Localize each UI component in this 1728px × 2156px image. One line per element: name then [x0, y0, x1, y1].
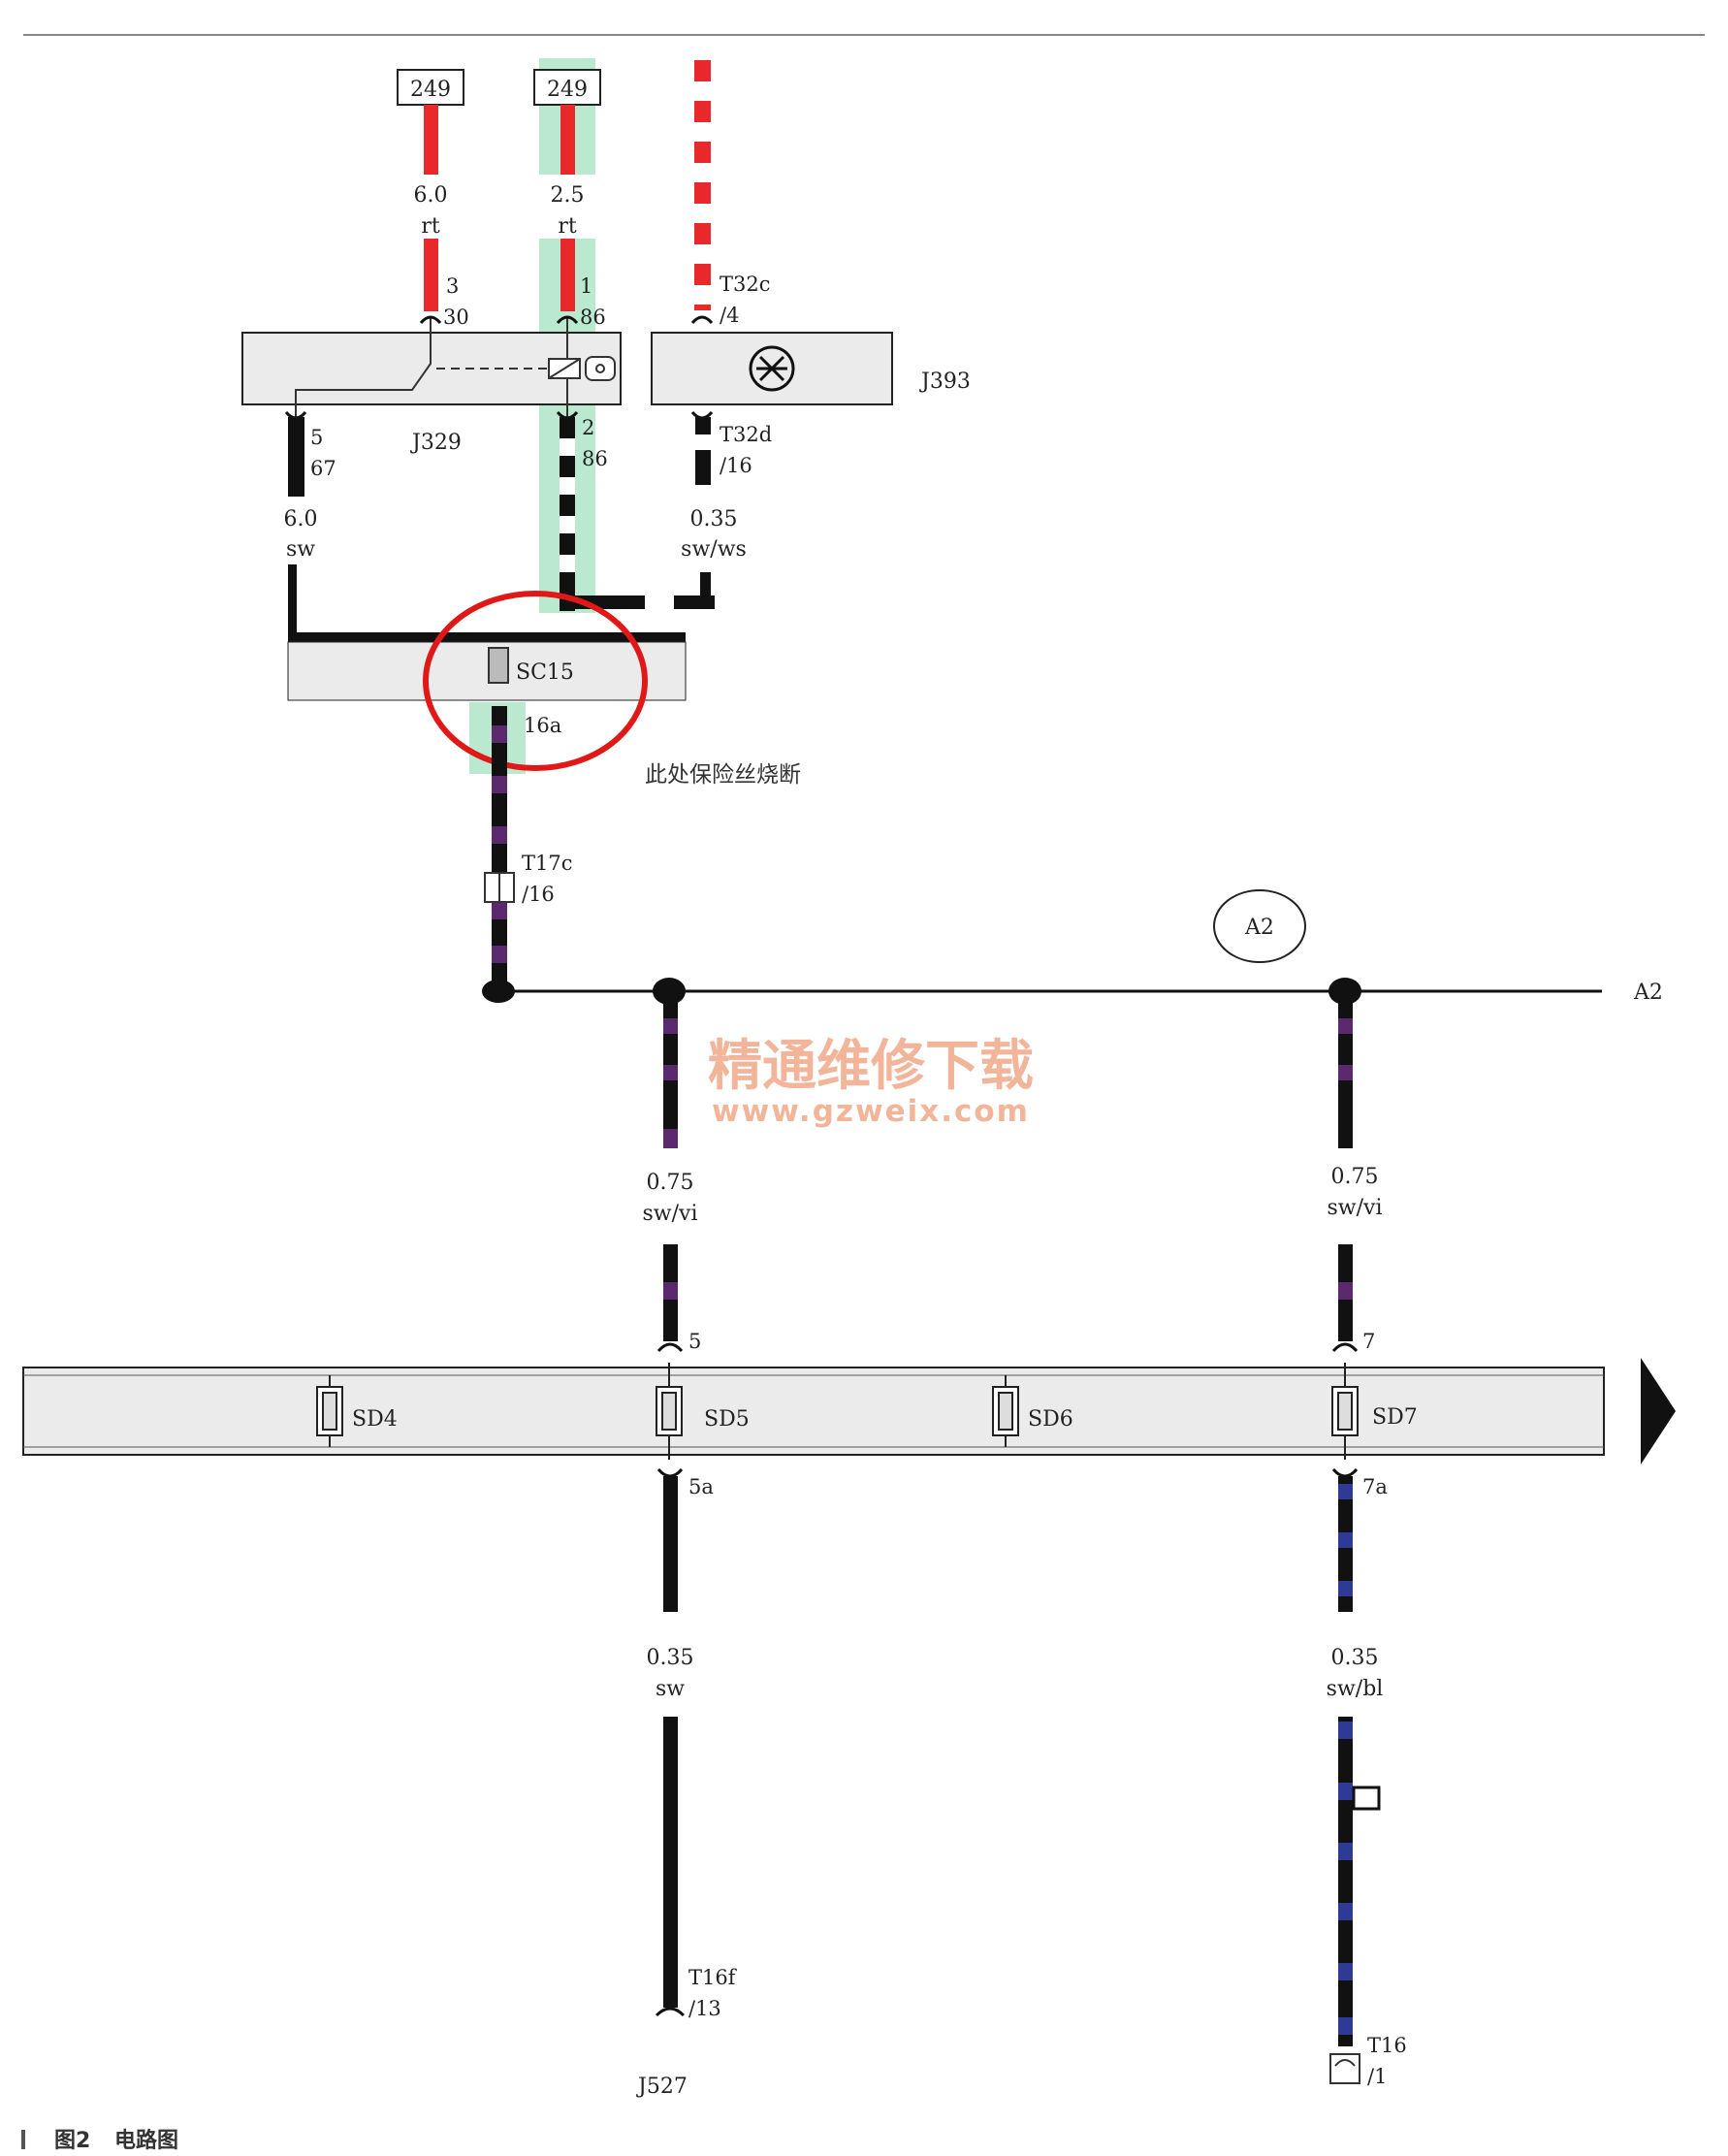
wire-size-label: 6.0: [284, 507, 318, 531]
wire-color-label: sw: [656, 1677, 685, 1701]
wire-black-blue-upper: [1338, 1476, 1353, 1612]
fuse-sd7-label: SD7: [1372, 1405, 1418, 1430]
terminal-box-249-left: [397, 69, 464, 106]
connector-t17c-icon: [484, 872, 515, 903]
pin-label: 30: [443, 306, 469, 329]
node-a2-marker: [1213, 889, 1306, 963]
wire-size-label: 0.35: [647, 1646, 694, 1670]
transistor-icon: [749, 345, 795, 392]
junction-dot: [653, 978, 686, 1005]
wire-black-violet: [492, 706, 507, 987]
wire-sw-vi-left-upper: [663, 1003, 678, 1148]
wire-color-label: sw: [286, 537, 315, 562]
control-unit-j527-label: J527: [636, 2075, 688, 2099]
connector-t16-icon: [1329, 2053, 1360, 2084]
relay-switch-icon: [295, 318, 616, 417]
wire-color-label: sw/ws: [681, 537, 747, 562]
splice-marker-icon: [1352, 1786, 1381, 1811]
pin-label: 3: [446, 274, 459, 298]
wire-color-label: sw/vi: [643, 1202, 698, 1226]
wire-sw-vi-right-lower: [1338, 1244, 1353, 1341]
pin-label: 5a: [688, 1475, 714, 1498]
wire-color-label: rt: [558, 214, 577, 239]
wire-size-label: 0.75: [647, 1171, 694, 1195]
pin-label: T32d: [720, 423, 772, 446]
module-j393-label: J393: [919, 370, 971, 394]
fuse-sd5-label: SD5: [704, 1407, 750, 1432]
pin-label: /16: [522, 883, 555, 906]
fuse-sd4-label: SD4: [352, 1407, 398, 1432]
watermark-title: 精通维修下载: [708, 1035, 1034, 1098]
pin-label: T16f: [688, 1966, 738, 1989]
wire-black-white-striped: [560, 417, 715, 611]
fault-highlight-circle: [423, 591, 648, 771]
fault-note: 此处保险丝烧断: [645, 762, 801, 788]
wire-black-left-upper: [663, 1476, 678, 1612]
rail-a2-label: A2: [1633, 981, 1663, 1005]
pin-label: T16: [1367, 2034, 1407, 2057]
pin-label: 2: [582, 416, 594, 439]
fuse-icons: [316, 1363, 1359, 1460]
wire-sw-ws: [695, 417, 711, 609]
wire-red-25-upper: [560, 105, 575, 175]
relay-j329-label: J329: [410, 431, 462, 455]
terminal-249-left-label: 249: [410, 78, 451, 102]
fuse-carrier-sc: [287, 641, 687, 701]
wire-red-white-striped: [694, 60, 711, 310]
pin-label: 1: [580, 274, 592, 298]
wire-color-label: rt: [421, 214, 440, 239]
figure-number: 图2: [54, 2129, 90, 2153]
pin-label: /13: [688, 1997, 721, 2020]
pin-label: 16a: [524, 714, 561, 737]
figure-caption: 电路图: [114, 2128, 178, 2153]
wire-red-25-lower: [560, 239, 575, 311]
terminal-box-249-right: [533, 69, 601, 106]
fuse-carrier-sd: [22, 1367, 1605, 1456]
wire-size-label: 0.35: [690, 507, 738, 531]
wire-size-label: 2.5: [551, 183, 585, 208]
connector-pin-icon: [655, 2007, 686, 2017]
pin-label: 5: [310, 426, 323, 449]
fuse-sc15-label: SC15: [516, 660, 574, 685]
wire-color-label: sw/vi: [1328, 1196, 1383, 1220]
node-a2-label: A2: [1244, 916, 1274, 940]
junction-dot: [1328, 978, 1361, 1005]
module-j393-box: [651, 332, 893, 405]
wire-red-6-upper: [424, 105, 438, 175]
junction-dot: [482, 980, 515, 1003]
pin-label: /4: [720, 304, 739, 327]
pin-label: 7: [1362, 1330, 1375, 1353]
wire-size-label: 6.0: [414, 183, 448, 208]
wire-size-label: 0.35: [1331, 1646, 1379, 1670]
wire-black-67: [288, 417, 304, 497]
pin-label: 5: [688, 1330, 701, 1353]
wire-sw-vi-right-upper: [1338, 1003, 1353, 1148]
wire-color-label: sw/bl: [1327, 1677, 1384, 1701]
pin-label: 86: [580, 306, 606, 329]
fuse-sc15-icon: [488, 647, 509, 684]
pin-label: 86: [582, 447, 608, 470]
bus-bar-top: [288, 632, 686, 642]
pin-label: 67: [310, 457, 336, 480]
wire-red-6-lower: [424, 239, 438, 311]
pin-label: /1: [1367, 2065, 1387, 2088]
wire-black-left-lower: [663, 1717, 678, 2008]
caption-marker: [21, 2130, 25, 2149]
wire-black-blue-lower: [1338, 1717, 1353, 2046]
terminal-249-right-label: 249: [547, 78, 588, 102]
wire-black-67-lower: [288, 564, 297, 640]
fuse-sd6-label: SD6: [1028, 1407, 1073, 1432]
wire-size-label: 0.75: [1331, 1165, 1379, 1189]
pin-label: 7a: [1362, 1475, 1388, 1498]
pin-label: T32c: [720, 273, 771, 296]
continuation-arrow-icon: [1641, 1358, 1676, 1464]
pin-label: T17c: [522, 852, 573, 875]
pin-label: /16: [720, 454, 752, 477]
wire-sw-vi-left-lower: [663, 1244, 678, 1341]
watermark-url: www.gzweix.com: [712, 1094, 1030, 1129]
